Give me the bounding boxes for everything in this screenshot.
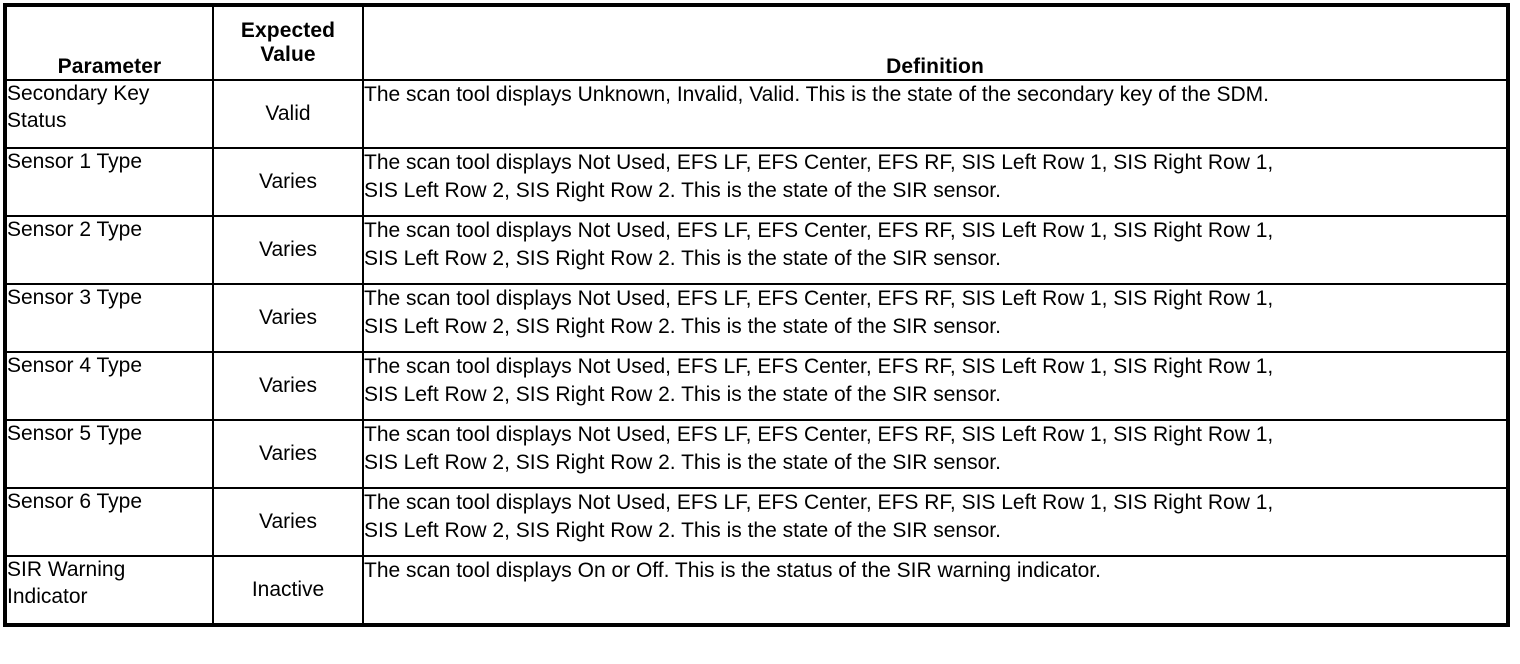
cell-parameter: Sensor 6 Type — [4, 487, 214, 557]
cell-definition: The scan tool displays Not Used, EFS LF,… — [362, 351, 1509, 421]
cell-definition: The scan tool displays On or Off. This i… — [362, 555, 1509, 626]
column-header-parameter: Parameter — [4, 4, 214, 81]
cell-definition: The scan tool displays Not Used, EFS LF,… — [362, 215, 1509, 285]
parameter-line1: Secondary Key — [7, 82, 150, 105]
parameter-line2: Indicator — [7, 584, 88, 608]
cell-definition: The scan tool displays Not Used, EFS LF,… — [362, 283, 1509, 353]
definition-line2: SIS Left Row 2, SIS Right Row 2. This is… — [364, 178, 1001, 202]
parameter-line1: Sensor 3 Type — [7, 286, 143, 309]
parameter-definition-table: Parameter Expected Value Definition Seco… — [3, 3, 1510, 627]
cell-expected-value: Inactive — [212, 555, 364, 626]
cell-expected-value: Varies — [212, 215, 364, 285]
cell-parameter: Sensor 2 Type — [4, 215, 214, 285]
parameter-line2: Status — [7, 108, 67, 132]
cell-expected-value: Varies — [212, 351, 364, 421]
cell-parameter: Sensor 3 Type — [4, 283, 214, 353]
parameter-line1: Sensor 1 Type — [7, 150, 143, 173]
column-header-expected-value-line2: Value — [260, 43, 316, 66]
cell-definition: The scan tool displays Not Used, EFS LF,… — [362, 419, 1509, 489]
cell-parameter: Sensor 1 Type — [4, 147, 214, 217]
cell-definition: The scan tool displays Not Used, EFS LF,… — [362, 487, 1509, 557]
cell-expected-value: Valid — [212, 79, 364, 149]
cell-expected-value: Varies — [212, 419, 364, 489]
parameter-line1: Sensor 5 Type — [7, 422, 143, 445]
cell-parameter: Sensor 4 Type — [4, 351, 214, 421]
definition-line2: SIS Left Row 2, SIS Right Row 2. This is… — [364, 246, 1001, 270]
cell-expected-value: Varies — [212, 283, 364, 353]
definition-line1: The scan tool displays Not Used, EFS LF,… — [364, 491, 1274, 514]
parameter-line1: Sensor 6 Type — [7, 490, 143, 513]
definition-line2: SIS Left Row 2, SIS Right Row 2. This is… — [364, 518, 1001, 542]
cell-expected-value: Varies — [212, 147, 364, 217]
column-header-definition: Definition — [362, 4, 1509, 81]
definition-line1: The scan tool displays Not Used, EFS LF,… — [364, 151, 1274, 174]
definition-line1: The scan tool displays Not Used, EFS LF,… — [364, 423, 1274, 446]
cell-definition: The scan tool displays Unknown, Invalid,… — [362, 79, 1509, 149]
parameter-line1: Sensor 4 Type — [7, 354, 143, 377]
definition-line1: The scan tool displays Not Used, EFS LF,… — [364, 355, 1274, 378]
column-header-expected-value: Expected Value — [212, 4, 364, 81]
column-header-expected-value-line1: Expected — [240, 18, 336, 42]
cell-definition: The scan tool displays Not Used, EFS LF,… — [362, 147, 1509, 217]
definition-line1: The scan tool displays On or Off. This i… — [364, 559, 1101, 582]
parameter-line1: Sensor 2 Type — [7, 218, 143, 241]
cell-expected-value: Varies — [212, 487, 364, 557]
parameter-line1: SIR Warning — [7, 558, 126, 581]
header-row: Parameter Expected Value Definition — [4, 4, 1509, 81]
table-header: Parameter Expected Value Definition — [4, 4, 1509, 81]
definition-line1: The scan tool displays Not Used, EFS LF,… — [364, 287, 1274, 310]
definition-line1: The scan tool displays Unknown, Invalid,… — [364, 83, 1270, 106]
cell-parameter: Sensor 5 Type — [4, 419, 214, 489]
definition-line2: SIS Left Row 2, SIS Right Row 2. This is… — [364, 382, 1001, 406]
definition-line1: The scan tool displays Not Used, EFS LF,… — [364, 219, 1274, 242]
definition-line2: SIS Left Row 2, SIS Right Row 2. This is… — [364, 314, 1001, 338]
definition-line2: SIS Left Row 2, SIS Right Row 2. This is… — [364, 450, 1001, 474]
